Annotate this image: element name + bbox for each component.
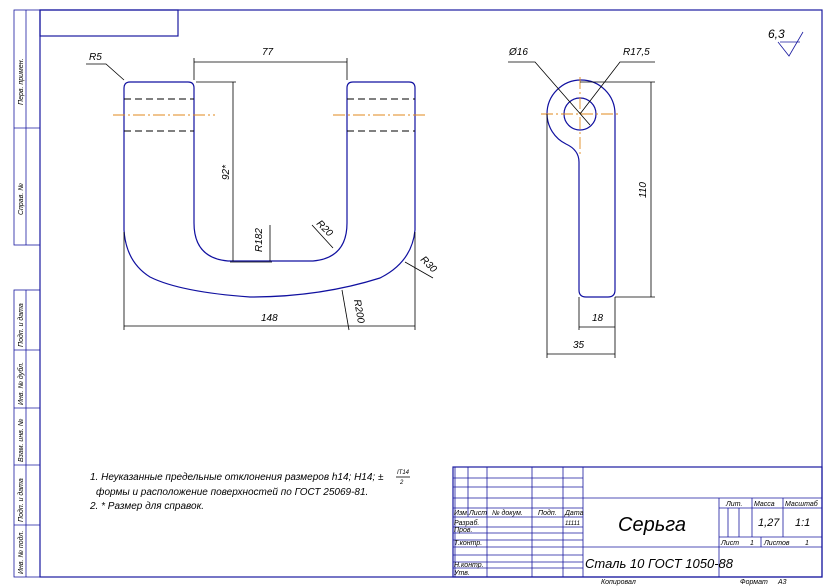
- format-value: А3: [777, 579, 787, 586]
- role-approved: Утв.: [453, 570, 470, 577]
- dim-35: 35: [573, 340, 585, 351]
- dim-r17-5: R17,5: [623, 47, 650, 58]
- side-view: [508, 61, 655, 358]
- dim-148: 148: [261, 313, 278, 324]
- mass-label: Масса: [754, 501, 775, 508]
- sheet-frame: [13, 9, 823, 578]
- dim-r20: R20: [314, 218, 335, 239]
- note-fraction-den: 2: [399, 480, 404, 486]
- mass-value: 1,27: [758, 517, 780, 529]
- roughness-symbol: 6,3: [768, 27, 804, 57]
- dim-92: 92*: [221, 164, 232, 180]
- side-strip-labels: Перв. примен. Справ. № Подп. и дата Инв.…: [17, 58, 25, 574]
- front-view: [86, 58, 434, 331]
- note-fraction-num: IT14: [397, 470, 410, 476]
- header-date: Дата: [564, 510, 584, 517]
- header-change: Изм.: [454, 510, 469, 517]
- date-value: 11111: [565, 521, 580, 527]
- dim-77: 77: [262, 47, 274, 58]
- note-line: 1. Неуказанные предельные отклонения раз…: [90, 472, 384, 483]
- role-developer: Разраб.: [454, 519, 479, 527]
- front-view-dimensions: 77 92* R182 R20 R30 R200 148 R5: [89, 47, 439, 324]
- dim-18: 18: [592, 313, 604, 324]
- dim-110: 110: [638, 182, 649, 198]
- sheet-label: Лист: [720, 540, 739, 547]
- strip-label: Взам. инв. №: [18, 418, 25, 462]
- svg-text:6,3: 6,3: [768, 27, 785, 41]
- dim-r200: R200: [351, 299, 366, 325]
- dim-phi16: Ø16: [508, 47, 528, 58]
- dim-r5: R5: [89, 52, 102, 63]
- part-name: Серьга: [618, 514, 686, 536]
- sheets-label: Листов: [763, 540, 790, 547]
- format-label: Формат: [740, 579, 768, 586]
- role-ncontrol: Н.контр.: [454, 562, 484, 569]
- header-doc: № докум.: [492, 509, 523, 517]
- header-sign: Подп.: [538, 509, 557, 517]
- role-checker: Пров.: [454, 527, 473, 534]
- dim-r30: R30: [418, 254, 439, 275]
- note-line: формы и расположение поверхностей по ГОС…: [96, 486, 368, 498]
- role-tcontrol: Т.контр.: [454, 540, 482, 547]
- material: Сталь 10 ГОСТ 1050-88: [585, 556, 734, 571]
- header-sheet: Лист: [468, 510, 487, 517]
- lit-label: Лит.: [725, 501, 742, 508]
- dim-r182: R182: [254, 228, 265, 252]
- strip-label: Инв. № подл.: [17, 531, 25, 574]
- title-block: [452, 466, 823, 578]
- sheets-value: 1: [805, 540, 809, 547]
- strip-label: Инв. № дубл.: [17, 362, 25, 405]
- strip-label: Справ. №: [18, 183, 25, 215]
- strip-label: Перв. примен.: [18, 58, 25, 105]
- scale-label: Масштаб: [785, 500, 819, 508]
- sheet-value: 1: [750, 540, 754, 547]
- note-line: 2. * Размер для справок.: [89, 501, 204, 512]
- technical-notes: 1. Неуказанные предельные отклонения раз…: [89, 470, 410, 512]
- copied-label: Копировал: [601, 579, 636, 586]
- strip-label: Подп. и дата: [17, 303, 25, 347]
- strip-label: Подп. и дата: [17, 478, 25, 522]
- title-block-text: Изм. Лист № докум. Подп. Дата Разраб. 11…: [453, 500, 819, 586]
- scale-value: 1:1: [795, 517, 810, 529]
- side-view-dimensions: Ø16 R17,5 110 18 35: [508, 47, 650, 351]
